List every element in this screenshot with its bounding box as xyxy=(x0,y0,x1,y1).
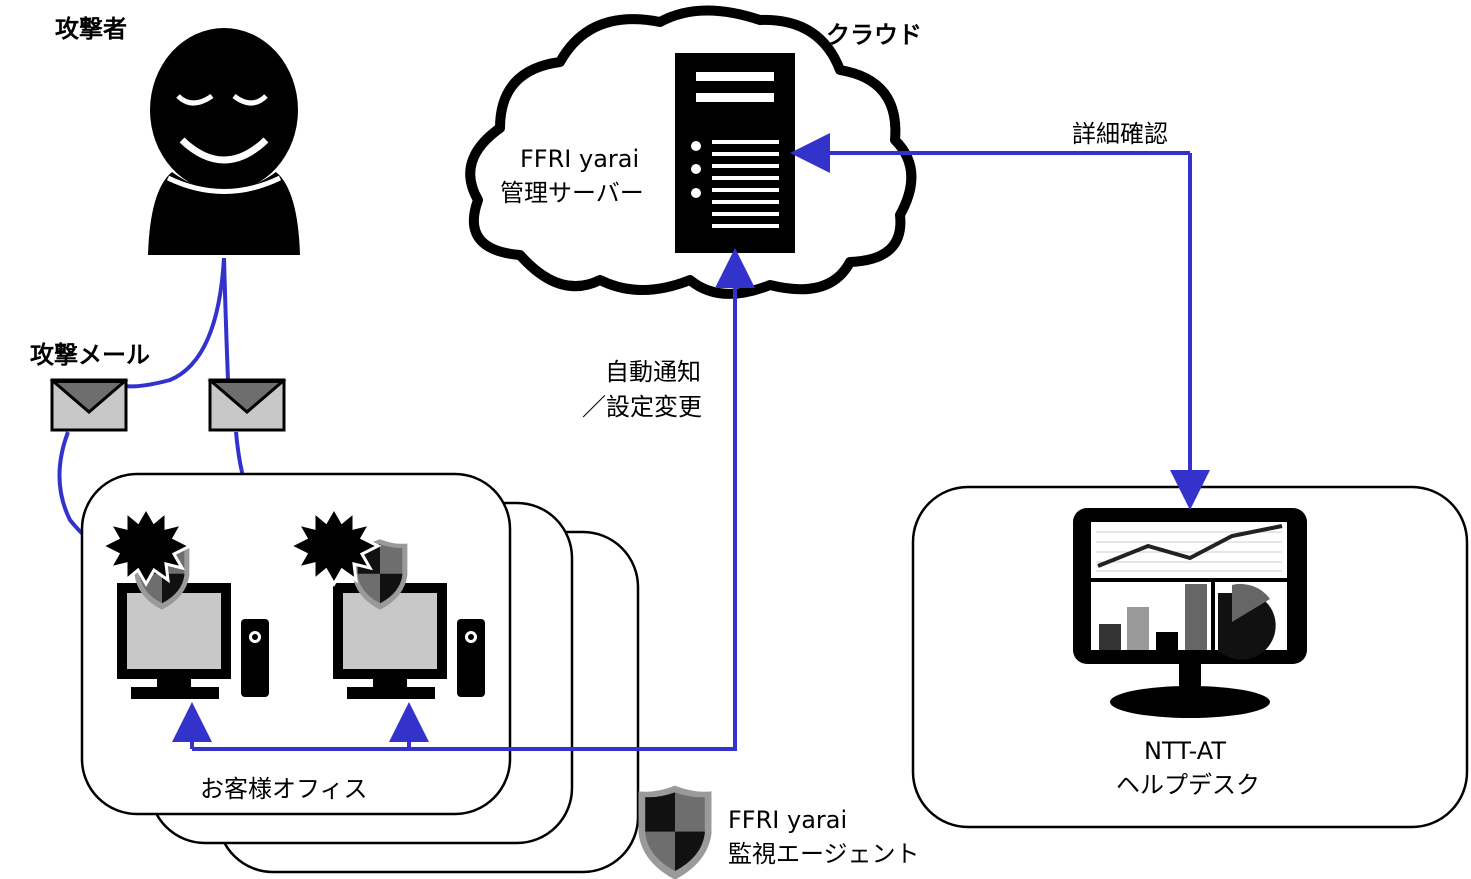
settings-change-label: ／設定変更 xyxy=(582,393,702,421)
auto-notify-label: 自動通知 xyxy=(605,358,701,386)
agent-role-label: 監視エージェント xyxy=(728,840,920,868)
helpdesk-label: ヘルプデスク xyxy=(1116,771,1260,799)
cloud-label: クラウド xyxy=(826,21,922,49)
attack-mail-label: 攻撃メール xyxy=(30,341,150,369)
detail-check-connector xyxy=(790,133,1210,510)
agent-name-label: FFRI yarai xyxy=(728,806,848,834)
helpdesk-org-label: NTT-AT xyxy=(1144,737,1226,765)
server-name-label: FFRI yarai xyxy=(520,145,640,173)
customer-office-label: お客様オフィス xyxy=(200,775,368,803)
dashboard-monitor-icon xyxy=(1073,508,1307,718)
attacker-icon xyxy=(148,28,300,255)
attacker-label: 攻撃者 xyxy=(55,15,127,43)
notification-connector xyxy=(172,248,755,751)
server-role-label: 管理サーバー xyxy=(500,179,644,207)
envelope-icon xyxy=(208,378,286,432)
agent-shield-icon xyxy=(638,785,712,879)
envelope-icon xyxy=(50,378,128,432)
detail-check-label: 詳細確認 xyxy=(1072,120,1168,148)
server-icon xyxy=(675,53,795,253)
